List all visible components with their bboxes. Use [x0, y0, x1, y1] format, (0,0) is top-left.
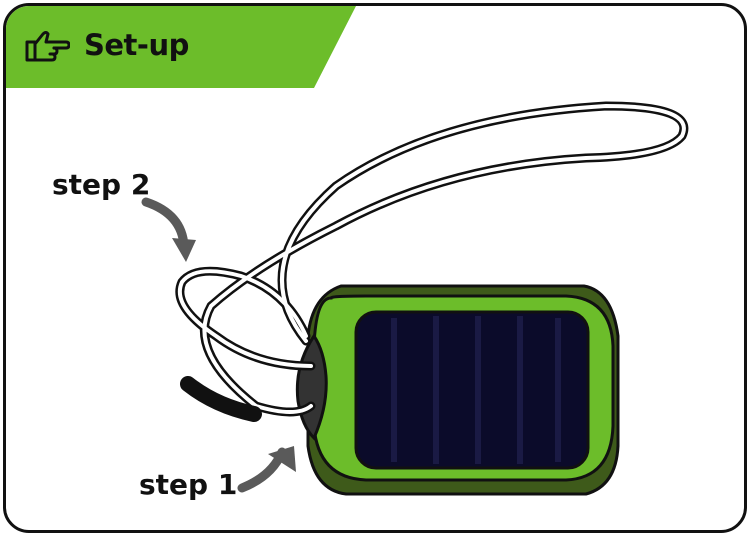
- setup-illustration: [141, 101, 689, 496]
- card-frame: Set-up: [3, 3, 747, 533]
- step-2-arrow: [141, 197, 196, 262]
- solar-panel: [354, 310, 590, 470]
- step-2-label: step 2: [52, 168, 151, 201]
- solar-panel-stripes: [391, 316, 561, 464]
- step-1-arrow: [237, 446, 296, 493]
- step-1-label: step 1: [139, 468, 238, 501]
- pointing-hand-icon: [25, 31, 70, 62]
- page-title: Set-up: [84, 28, 189, 62]
- lanyard-sleeve: [180, 376, 262, 422]
